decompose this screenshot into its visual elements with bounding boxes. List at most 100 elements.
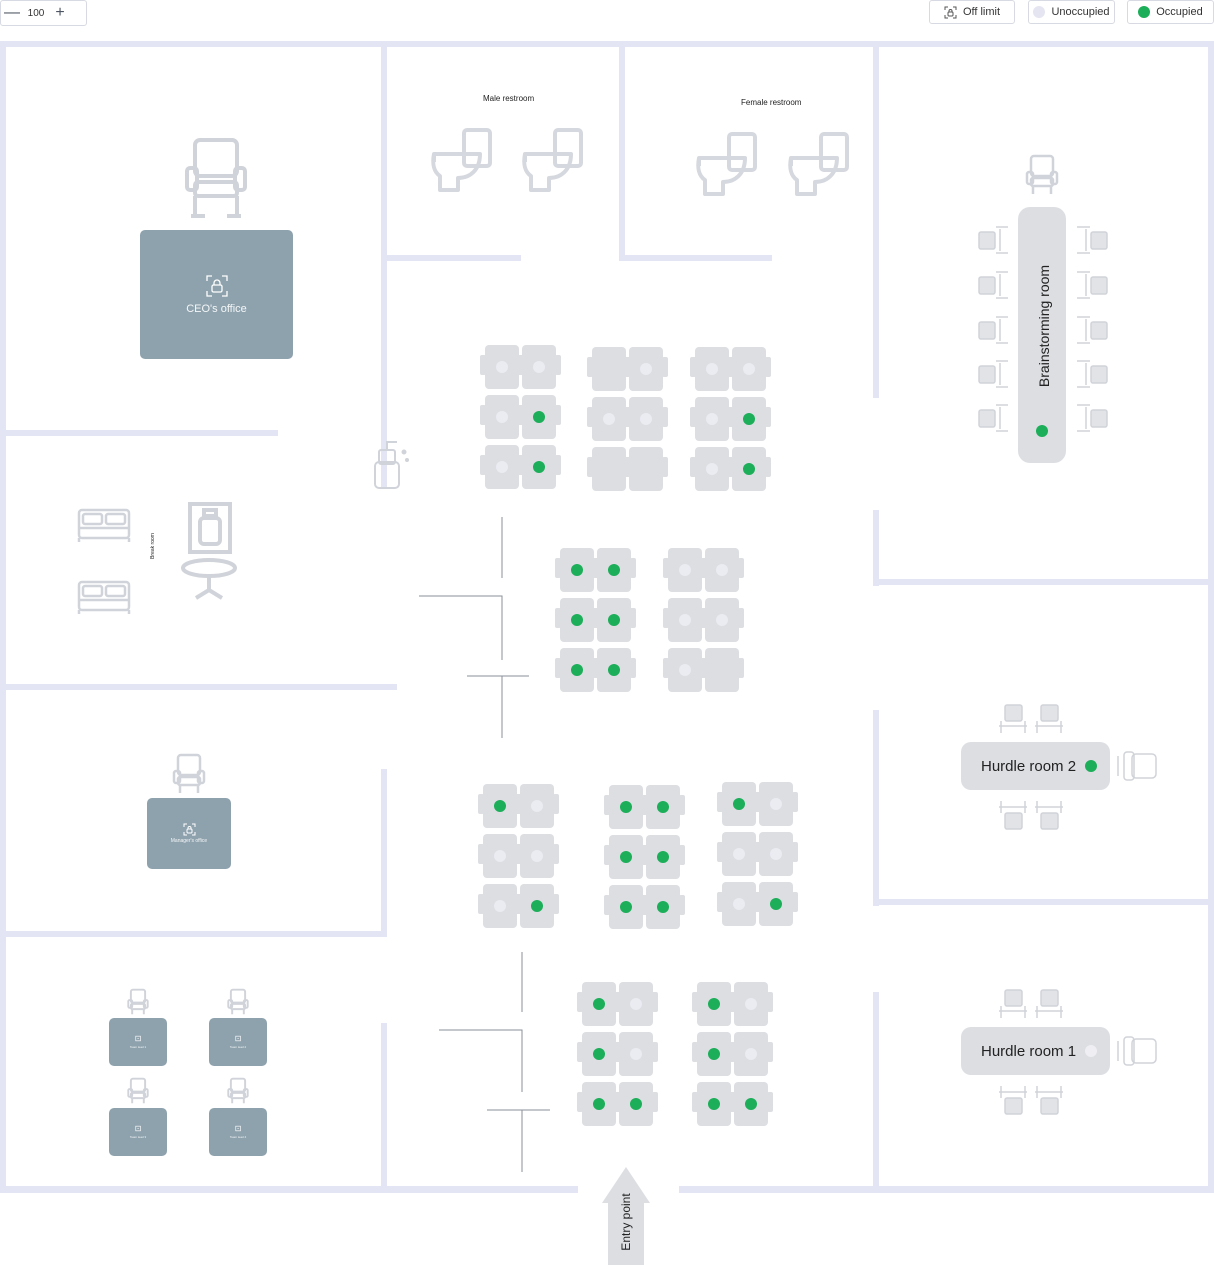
- occupied-dot: [593, 1048, 605, 1060]
- desk-seat[interactable]: [641, 835, 685, 879]
- unoccupied-dot: [716, 564, 728, 576]
- zoom-out-button[interactable]: —: [1, 2, 23, 24]
- lock-icon: ⊡: [134, 1034, 142, 1043]
- desk-seat[interactable]: [604, 835, 648, 879]
- unoccupied-dot: [640, 363, 652, 375]
- occupied-dot: [657, 901, 669, 913]
- unoccupied-dot: [679, 664, 691, 676]
- desk-seat[interactable]: [555, 548, 599, 592]
- brainstorming-table[interactable]: [1018, 207, 1066, 463]
- desk-seat[interactable]: [587, 447, 631, 491]
- legend-off-limit[interactable]: Off limit: [929, 0, 1015, 24]
- chair-icon: [227, 988, 249, 1015]
- manager-office-desk[interactable]: Manager's office: [147, 798, 231, 869]
- desk-seat[interactable]: [517, 345, 561, 389]
- desk-seat[interactable]: [641, 885, 685, 929]
- team-lead-3-desk[interactable]: ⊡ Team lead 3: [109, 1108, 167, 1156]
- desk-seat[interactable]: [729, 1082, 773, 1126]
- desk-seat[interactable]: [727, 447, 771, 491]
- desk-seat[interactable]: [754, 882, 798, 926]
- occupied-dot: [571, 664, 583, 676]
- unoccupied-dot: [494, 850, 506, 862]
- desk-seat[interactable]: [555, 648, 599, 692]
- team-lead-2-desk[interactable]: ⊡ Team lead 2: [209, 1018, 267, 1066]
- desk-seat[interactable]: [515, 884, 559, 928]
- desk-seat[interactable]: [604, 785, 648, 829]
- desk-seat[interactable]: [641, 785, 685, 829]
- occupied-dot: [630, 1098, 642, 1110]
- desk-seat[interactable]: [692, 982, 736, 1026]
- desk-seat[interactable]: [517, 395, 561, 439]
- unoccupied-dot: [706, 413, 718, 425]
- desk-seat[interactable]: [614, 1032, 658, 1076]
- occupied-dot: [608, 664, 620, 676]
- desk-seat[interactable]: [624, 447, 668, 491]
- occupied-dot: [743, 413, 755, 425]
- occupied-dot: [571, 564, 583, 576]
- chair-icon: [172, 753, 206, 793]
- hurdle-room-2-table[interactable]: Hurdle room 2: [961, 742, 1110, 790]
- zoom-in-button[interactable]: +: [49, 2, 71, 24]
- lock-icon: [205, 274, 228, 297]
- desk-seat[interactable]: [480, 445, 524, 489]
- desk-seat[interactable]: [754, 782, 798, 826]
- desk-seat[interactable]: [727, 347, 771, 391]
- desk-seat[interactable]: [587, 397, 631, 441]
- desk-seat[interactable]: [727, 397, 771, 441]
- unoccupied-dot: [679, 564, 691, 576]
- occupied-dot: [571, 614, 583, 626]
- desk-seat[interactable]: [614, 1082, 658, 1126]
- lock-icon: ⊡: [234, 1034, 242, 1043]
- desk-seat[interactable]: [729, 1032, 773, 1076]
- desk-seat[interactable]: [754, 832, 798, 876]
- hurdle-room-1-table[interactable]: Hurdle room 1: [961, 1027, 1110, 1075]
- desk-seat[interactable]: [729, 982, 773, 1026]
- unoccupied-dot: [640, 413, 652, 425]
- occupied-dot: [708, 1098, 720, 1110]
- desk-seat[interactable]: [577, 982, 621, 1026]
- desk-seat[interactable]: [592, 598, 636, 642]
- desk-seat[interactable]: [700, 548, 744, 592]
- brainstorming-seat-status: [1036, 425, 1048, 437]
- legend-unoccupied[interactable]: Unoccupied: [1028, 0, 1115, 24]
- occupied-dot: [494, 800, 506, 812]
- occupied-dot: [620, 851, 632, 863]
- ceo-office-label: CEO's office: [186, 302, 247, 315]
- armchair-icon: [185, 138, 247, 218]
- chair-icon: [227, 1077, 249, 1104]
- desk-seat[interactable]: [624, 397, 668, 441]
- team-lead-4-desk[interactable]: ⊡ Team lead 4: [209, 1108, 267, 1156]
- desk-seat[interactable]: [717, 832, 761, 876]
- unoccupied-dot: [496, 411, 508, 423]
- desk-seat[interactable]: [624, 347, 668, 391]
- hurdle-room-1-label: Hurdle room 1: [981, 1042, 1077, 1060]
- desk-seat[interactable]: [515, 834, 559, 878]
- team-lead-1-desk[interactable]: ⊡ Team lead 1: [109, 1018, 167, 1066]
- desk-seat[interactable]: [692, 1082, 736, 1126]
- hurdle-room-2-label: Hurdle room 2: [981, 757, 1077, 775]
- bed-icon: [77, 580, 131, 614]
- desk-seat[interactable]: [700, 648, 744, 692]
- entry-point-label: Entry point: [619, 1193, 633, 1251]
- unoccupied-dot: [496, 461, 508, 473]
- desk-seat[interactable]: [515, 784, 559, 828]
- desk-seat[interactable]: [592, 548, 636, 592]
- desk-seat[interactable]: [592, 648, 636, 692]
- legend-unoccupied-label: Unoccupied: [1051, 6, 1110, 18]
- desk-seat[interactable]: [480, 395, 524, 439]
- desk-seat[interactable]: [700, 598, 744, 642]
- plus-icon: +: [55, 4, 65, 21]
- desk-seat[interactable]: [692, 1032, 736, 1076]
- legend-occupied[interactable]: Occupied: [1127, 0, 1214, 24]
- desk-seat[interactable]: [690, 447, 734, 491]
- unoccupied-dot: [770, 798, 782, 810]
- chair-icon: [127, 988, 149, 1015]
- desk-seat[interactable]: [478, 834, 522, 878]
- occupied-dot: [1138, 6, 1151, 18]
- desk-seat[interactable]: [614, 982, 658, 1026]
- desk-seat[interactable]: [517, 445, 561, 489]
- ceo-office-desk[interactable]: CEO's office: [140, 230, 293, 359]
